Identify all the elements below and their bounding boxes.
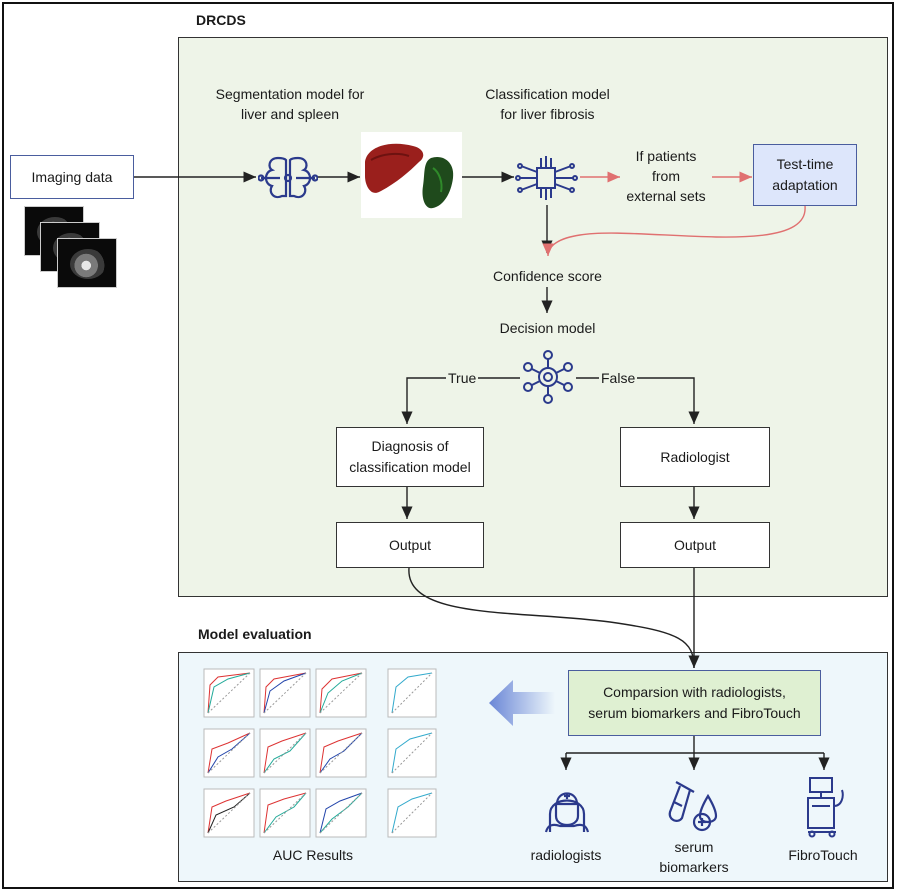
- auc-results-figure: [198, 665, 448, 843]
- test-time-adaptation-box: Test-time adaptation: [753, 144, 857, 206]
- drcds-title: DRCDS: [196, 12, 246, 28]
- fibrotouch-label: FibroTouch: [788, 847, 858, 863]
- external-sets-condition: If patients from external sets: [626, 148, 706, 204]
- radiologists-icon: [544, 792, 590, 833]
- arrow-left-output-to-comparison: [408, 567, 700, 669]
- decision-network-icon: [523, 350, 573, 404]
- arrow-true-branch: [401, 377, 520, 424]
- segmentation-label: Segmentation model for liver and spleen: [215, 86, 365, 122]
- ct-slice-3: [57, 238, 117, 288]
- liver-spleen-image: [361, 132, 462, 218]
- radiologist-box: Radiologist: [620, 427, 770, 487]
- arrow-comparison-fanout: [566, 736, 824, 754]
- drcds-panel: [178, 37, 888, 597]
- confidence-score-label: Confidence score: [493, 268, 602, 284]
- decision-model-label: Decision model: [499, 320, 596, 336]
- auc-results-label: AUC Results: [272, 847, 354, 863]
- arrow-tta-to-confidence: [542, 205, 806, 257]
- classification-label: Classification model for liver fibrosis: [485, 86, 610, 122]
- neural-network-icon: [515, 156, 578, 200]
- radiologists-label: radiologists: [530, 847, 602, 863]
- segmentation-ai-icon: [258, 156, 318, 199]
- diagnosis-box: Diagnosis of classification model: [336, 427, 484, 487]
- true-branch-label: True: [446, 369, 479, 387]
- output-right-box: Output: [620, 522, 770, 568]
- arrow-left-icon: [489, 680, 555, 726]
- serum-biomarkers-label: serum biomarkers: [659, 839, 729, 875]
- false-branch-label: False: [599, 369, 638, 387]
- comparison-box: Comparsion with radiologists, serum biom…: [568, 670, 821, 736]
- serum-tube-icon: [668, 781, 718, 832]
- evaluation-title: Model evaluation: [198, 626, 312, 642]
- imaging-data-box: Imaging data: [10, 155, 134, 199]
- output-left-box: Output: [336, 522, 484, 568]
- fibrotouch-device-icon: [807, 777, 844, 838]
